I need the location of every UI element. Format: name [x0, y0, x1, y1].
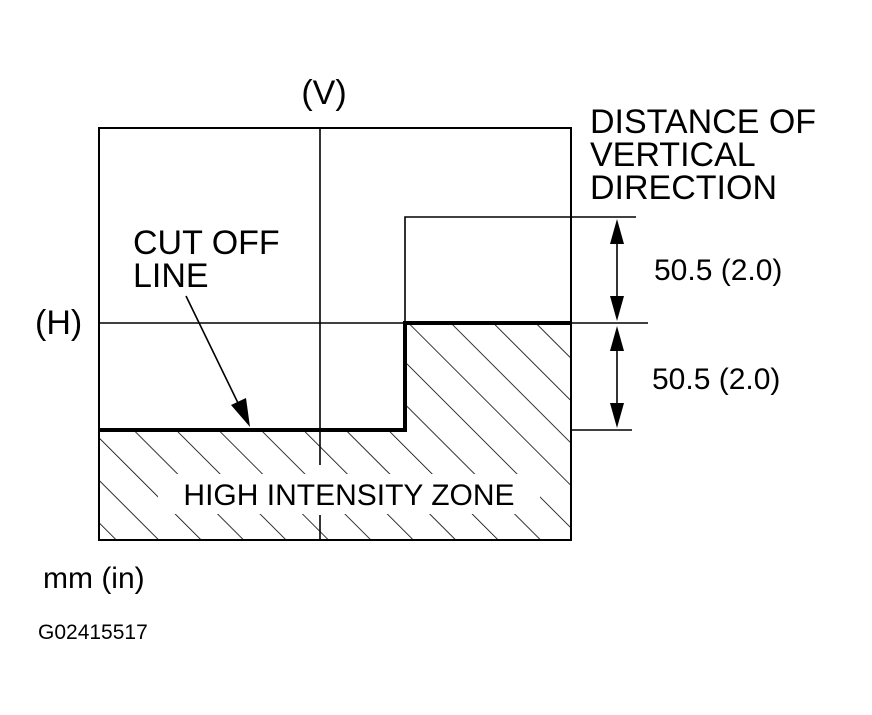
upper-dimension-value: 50.5 (2.0) [654, 254, 782, 287]
cut-off-line [99, 321, 571, 432]
lower-dimension-arrow [610, 326, 624, 428]
upper-extension-line [404, 216, 636, 323]
cut-off-leader-arrow [185, 295, 250, 427]
distance-title-line2: VERTICAL [590, 136, 756, 174]
upper-dimension-arrow [610, 219, 624, 321]
distance-title-line3: DIRECTION [590, 169, 777, 207]
hatched-zone-step [405, 323, 571, 430]
cut-off-label-line2: LINE [133, 257, 209, 295]
distance-title-line1: DISTANCE OF [590, 103, 816, 141]
aim-screen-frame [98, 127, 572, 541]
high-intensity-zone-label: HIGH INTENSITY ZONE [183, 479, 514, 512]
units-label: mm (in) [43, 562, 145, 595]
vertical-axis-label: (V) [301, 74, 346, 112]
zone-label-backing [158, 474, 540, 514]
cut-off-label-line1: CUT OFF [133, 224, 280, 262]
horizontal-axis-label: (H) [35, 304, 82, 342]
lower-dimension-value: 50.5 (2.0) [652, 363, 780, 396]
figure-id: G02415517 [38, 621, 148, 644]
